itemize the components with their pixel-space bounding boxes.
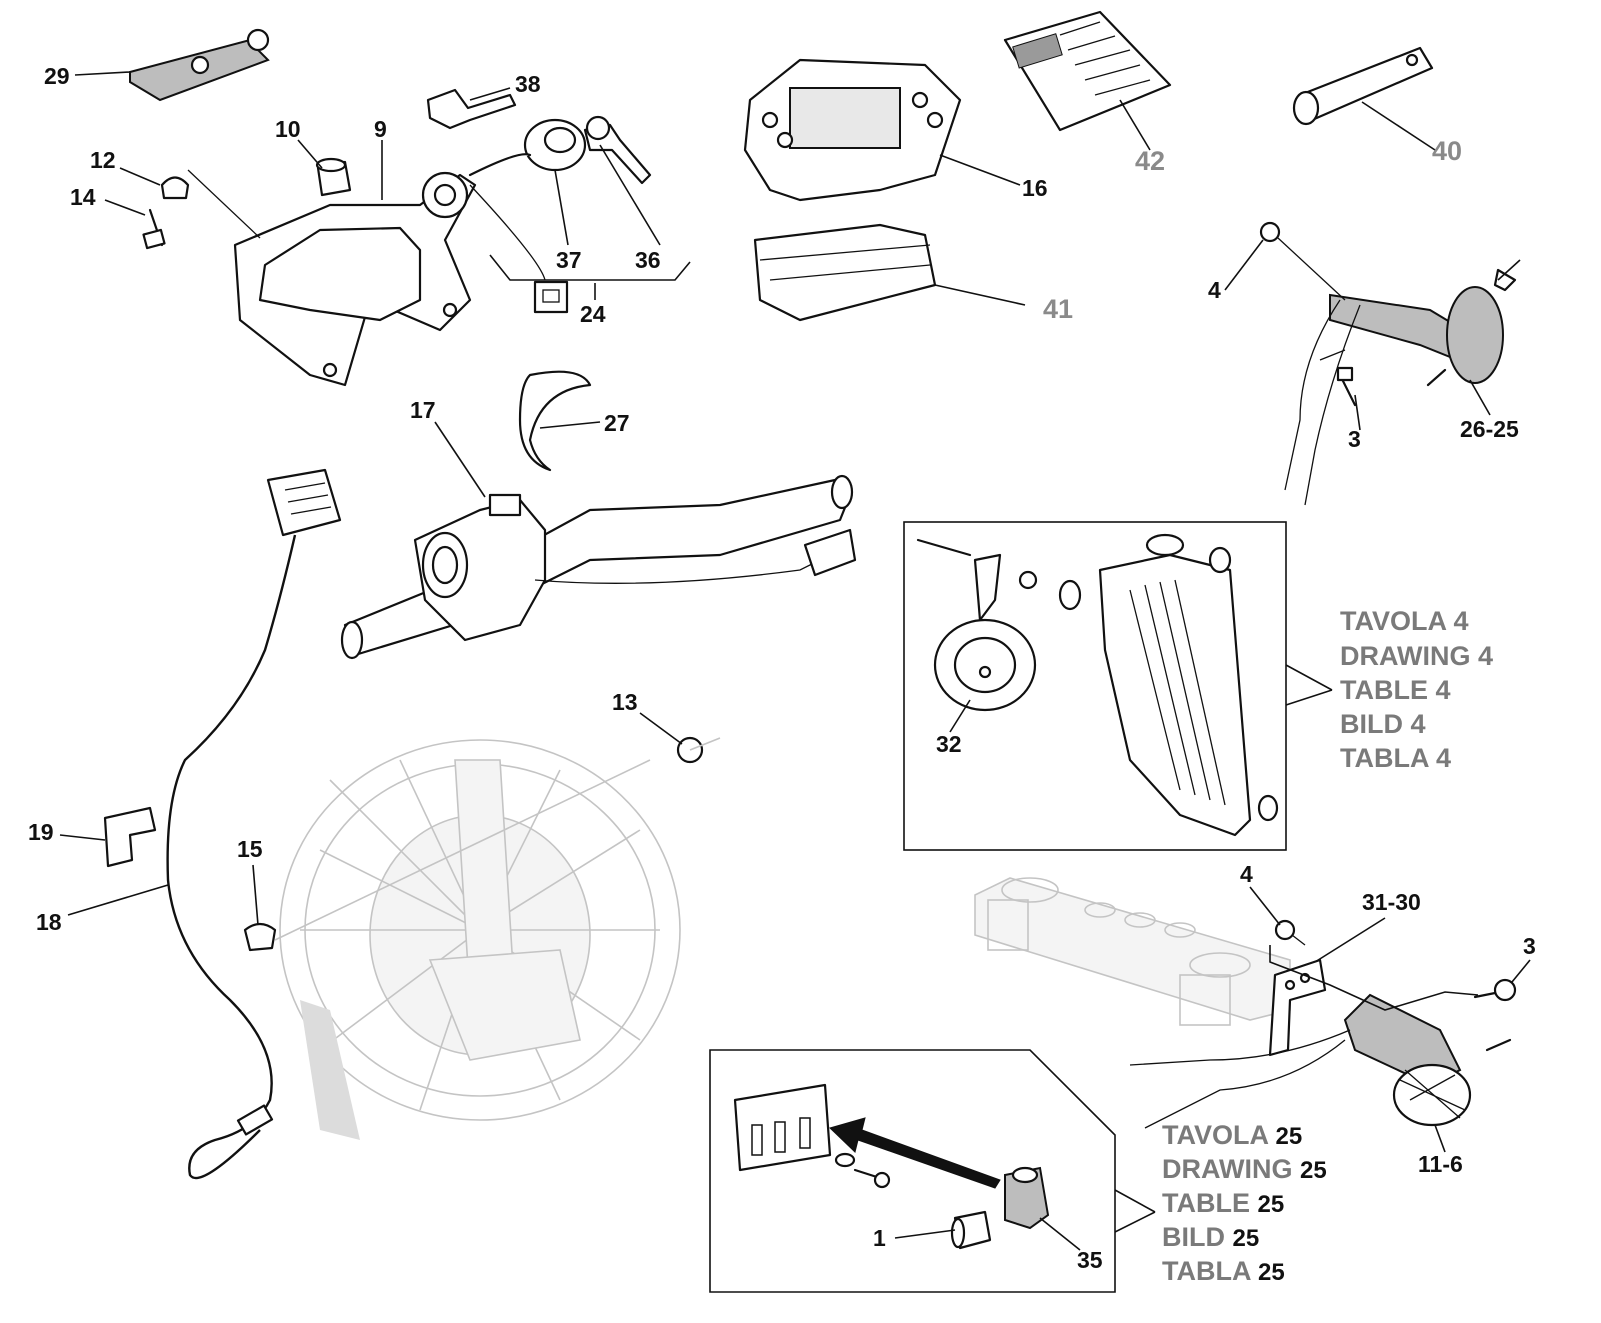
callout-29: 29 xyxy=(44,63,70,89)
svg-text:TABLA 25: TABLA 25 xyxy=(1162,1256,1285,1286)
callout-32: 32 xyxy=(936,731,962,757)
svg-text:DRAWING 25: DRAWING 25 xyxy=(1162,1154,1327,1184)
svg-text:BILD 25: BILD 25 xyxy=(1162,1222,1259,1252)
callout-13: 13 xyxy=(612,689,638,715)
ignition-switch xyxy=(468,118,587,314)
callout-labels: 29 38 10 9 12 14 37 36 24 16 42 40 41 4 … xyxy=(28,63,1536,1273)
fork-crown-ghost xyxy=(974,877,1291,1026)
callout-38: 38 xyxy=(515,71,541,97)
callout-17: 17 xyxy=(410,397,436,423)
reference-box-drawing-25 xyxy=(709,1049,1156,1293)
reference-labels-4: TAVOLA 4 DRAWING 4 TABLE 4 BILD 4 TABLA … xyxy=(1340,606,1493,773)
svg-text:TAVOLA 4: TAVOLA 4 xyxy=(1340,606,1469,636)
svg-text:TAVOLA 25: TAVOLA 25 xyxy=(1162,1120,1302,1150)
reference-labels-25: TAVOLA 25 DRAWING 25 TABLE 25 BILD 25 TA… xyxy=(1162,1120,1327,1286)
callout-12: 12 xyxy=(90,147,116,173)
speedometer-cable xyxy=(166,468,342,1180)
reflector xyxy=(950,1166,1050,1250)
callout-19: 19 xyxy=(28,819,54,845)
callout-16: 16 xyxy=(1022,175,1048,201)
callout-9: 9 xyxy=(374,116,387,142)
svg-text:DRAWING 4: DRAWING 4 xyxy=(1340,641,1493,671)
rubber-bushing xyxy=(315,157,352,197)
callout-36: 36 xyxy=(635,247,661,273)
turn-signal-front xyxy=(1129,919,1517,1129)
ignition-keys xyxy=(426,88,652,185)
reference-box-drawing-4 xyxy=(903,521,1333,851)
callout-41: 41 xyxy=(1043,294,1073,324)
svg-text:TABLE 4: TABLE 4 xyxy=(1340,675,1451,705)
svg-text:BILD 4: BILD 4 xyxy=(1340,709,1426,739)
horn xyxy=(916,538,1082,712)
leader-lines xyxy=(59,71,1531,1251)
callout-15: 15 xyxy=(237,836,263,862)
callout-10: 10 xyxy=(275,116,301,142)
svg-text:TABLA 4: TABLA 4 xyxy=(1340,743,1451,773)
wheel-background-ghost xyxy=(279,739,681,1140)
callout-18: 18 xyxy=(36,909,62,935)
callout-31-30: 31-30 xyxy=(1362,889,1421,915)
radiator xyxy=(1098,533,1279,837)
instrument-cluster xyxy=(743,58,962,202)
callout-35: 35 xyxy=(1077,1247,1103,1273)
handlebar-switch xyxy=(340,370,857,660)
circlip xyxy=(676,736,721,764)
callout-4-bottom: 4 xyxy=(1240,861,1253,887)
tool-pouch xyxy=(753,223,937,322)
callout-42: 42 xyxy=(1135,146,1165,176)
turn-signal-rear xyxy=(1259,221,1517,506)
bolt-screw xyxy=(142,208,166,250)
box-spanner xyxy=(1292,46,1434,126)
callout-4-top: 4 xyxy=(1208,277,1221,303)
callout-3-top: 3 xyxy=(1348,426,1361,452)
number-plate-bracket xyxy=(733,1083,1001,1189)
callout-37: 37 xyxy=(556,247,582,273)
manual-booklet xyxy=(1003,10,1172,132)
svg-text:TABLE 25: TABLE 25 xyxy=(1162,1188,1284,1218)
callout-40: 40 xyxy=(1432,136,1462,166)
keyring-strap xyxy=(129,28,270,102)
callout-24: 24 xyxy=(580,301,606,327)
callout-11-6: 11-6 xyxy=(1418,1151,1463,1177)
dome-nut xyxy=(160,176,190,200)
dashboard-bracket xyxy=(233,171,477,387)
callout-27: 27 xyxy=(604,410,630,436)
callout-1: 1 xyxy=(873,1225,886,1251)
callout-14: 14 xyxy=(70,184,96,210)
grommet-plug xyxy=(243,922,277,952)
callout-3-bottom: 3 xyxy=(1523,933,1536,959)
callout-26-25: 26-25 xyxy=(1460,416,1519,442)
cable-clip xyxy=(103,806,157,868)
